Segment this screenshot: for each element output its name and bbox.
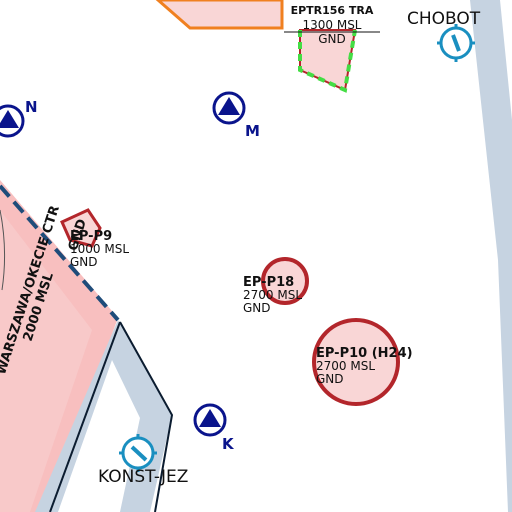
waypoint-label-n: N <box>25 98 38 116</box>
zone-upper: 2700 MSL <box>243 288 303 302</box>
zone-upper: 1300 MSL <box>302 18 362 32</box>
road-edge-2 <box>119 321 174 512</box>
ep-p10-zone <box>312 318 400 406</box>
zone-code: EP-P10 (H24) <box>316 346 413 361</box>
zone-upper: 2700 MSL <box>316 359 376 373</box>
zone-lower: GND <box>243 301 271 315</box>
zone-lower: GND <box>318 32 346 46</box>
heliport-icon-chobot <box>437 24 475 62</box>
waypoint-icon-k <box>193 403 227 437</box>
zone-code: EPTR156 TRA <box>290 4 374 17</box>
ctr-boundary <box>0 184 120 322</box>
ep-p9-label: EP-P9 1000 MSL GND <box>70 230 129 269</box>
waypoint-label-k: K <box>222 435 234 453</box>
ep-p9-zone <box>60 208 102 248</box>
heliport-icon-konst-jez <box>119 434 157 472</box>
zone-lower: GND <box>70 255 98 269</box>
tra-boundary <box>298 29 357 93</box>
zone-code: EP-P9 <box>70 229 113 244</box>
road-band-east <box>470 0 512 512</box>
ctr-inner-fill <box>0 210 92 512</box>
waypoint-label-m: M <box>245 122 260 140</box>
ep-p18-zone <box>261 257 309 305</box>
orange-zone <box>155 0 284 30</box>
waypoint-icon-n <box>0 104 25 138</box>
zone-upper: 1000 MSL <box>70 242 130 256</box>
place-label-konst-jez: KONST-JEZ <box>98 467 189 487</box>
road-edge <box>49 321 121 512</box>
ep-p10-label: EP-P10 (H24) 2700 MSL GND <box>316 347 413 386</box>
place-label-chobot: CHOBOT <box>407 9 481 29</box>
waypoint-icon-m <box>212 91 246 125</box>
zone-lower: GND <box>316 372 344 386</box>
ep-p18-label: EP-P18 2700 MSL GND <box>243 276 302 315</box>
tra-label: EPTR156 TRA 1300 MSL GND <box>284 4 380 46</box>
zone-code: EP-P18 <box>243 275 295 290</box>
arc-line <box>0 209 6 291</box>
